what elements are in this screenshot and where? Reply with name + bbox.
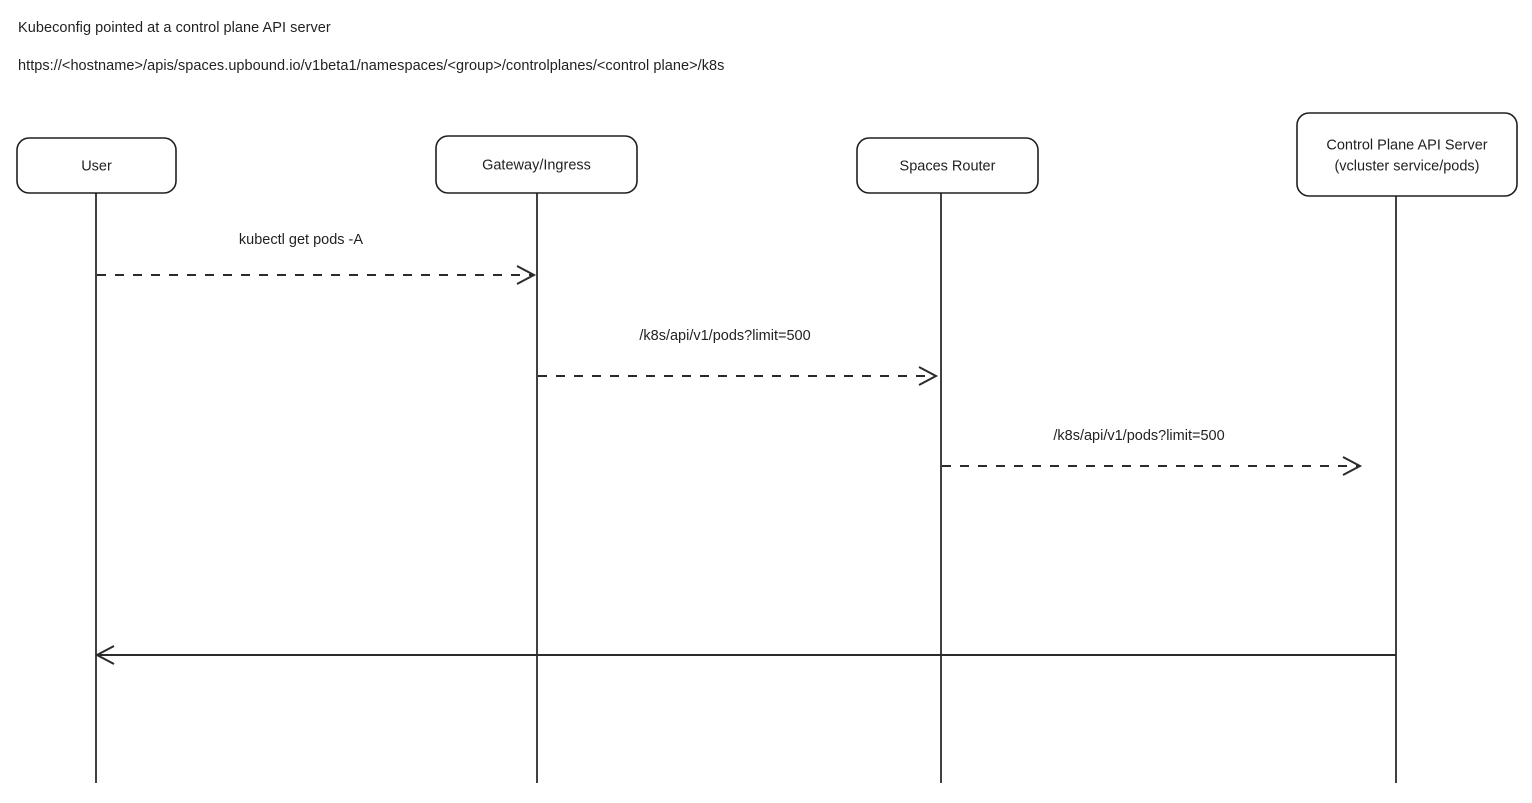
participant-gateway[interactable]: Gateway/Ingress [435, 135, 638, 194]
msg-router-to-control-plane[interactable]: /k8s/api/v1/pods?limit=500 [942, 428, 1363, 476]
msg-gateway-to-router-arrowhead [918, 366, 939, 386]
msg-gateway-to-router[interactable]: /k8s/api/v1/pods?limit=500 [538, 328, 939, 386]
participant-label-control-plane: Control Plane API Server [1326, 137, 1487, 153]
actors-layer: User Gateway/Ingress Spaces Router Control … [16, 112, 1518, 197]
participant-label-user: User [81, 158, 112, 174]
participant-box-spaces-router [856, 137, 1039, 194]
participant-user[interactable]: User [16, 137, 177, 194]
participant-label-gateway: Gateway/Ingress [482, 157, 591, 173]
participant-control-plane[interactable]: Control Plane API Server (vcluster servic… [1296, 112, 1518, 197]
participant-sublabel-control-plane: (vcluster service/pods) [1334, 158, 1479, 174]
participant-box-user [16, 137, 177, 194]
msg-kubectl-get-pods-label: kubectl get pods -A [239, 232, 363, 248]
msg-kubectl-get-pods[interactable]: kubectl get pods -A [97, 232, 537, 285]
participant-box-gateway [435, 135, 638, 194]
page-title: Kubeconfig pointed at a control plane AP… [18, 20, 331, 36]
msg-router-to-control-plane-label: /k8s/api/v1/pods?limit=500 [1053, 428, 1224, 444]
participant-spaces-router[interactable]: Spaces Router [856, 137, 1039, 194]
kubeconfig-url: https://<hostname>/apis/spaces.upbound.i… [18, 58, 725, 74]
msg-gateway-to-router-label: /k8s/api/v1/pods?limit=500 [639, 328, 810, 344]
participant-label-spaces-router: Spaces Router [900, 158, 996, 174]
participant-box-control-plane [1296, 112, 1518, 197]
msg-router-to-control-plane-arrowhead [1342, 456, 1363, 476]
messages-layer: kubectl get pods -A/k8s/api/v1/pods?limi… [94, 232, 1396, 665]
msg-response-to-user[interactable] [94, 645, 1396, 665]
msg-response-to-user-arrowhead [94, 645, 115, 665]
msg-kubectl-get-pods-arrowhead [516, 265, 537, 285]
lifelines-layer [95, 193, 1397, 783]
